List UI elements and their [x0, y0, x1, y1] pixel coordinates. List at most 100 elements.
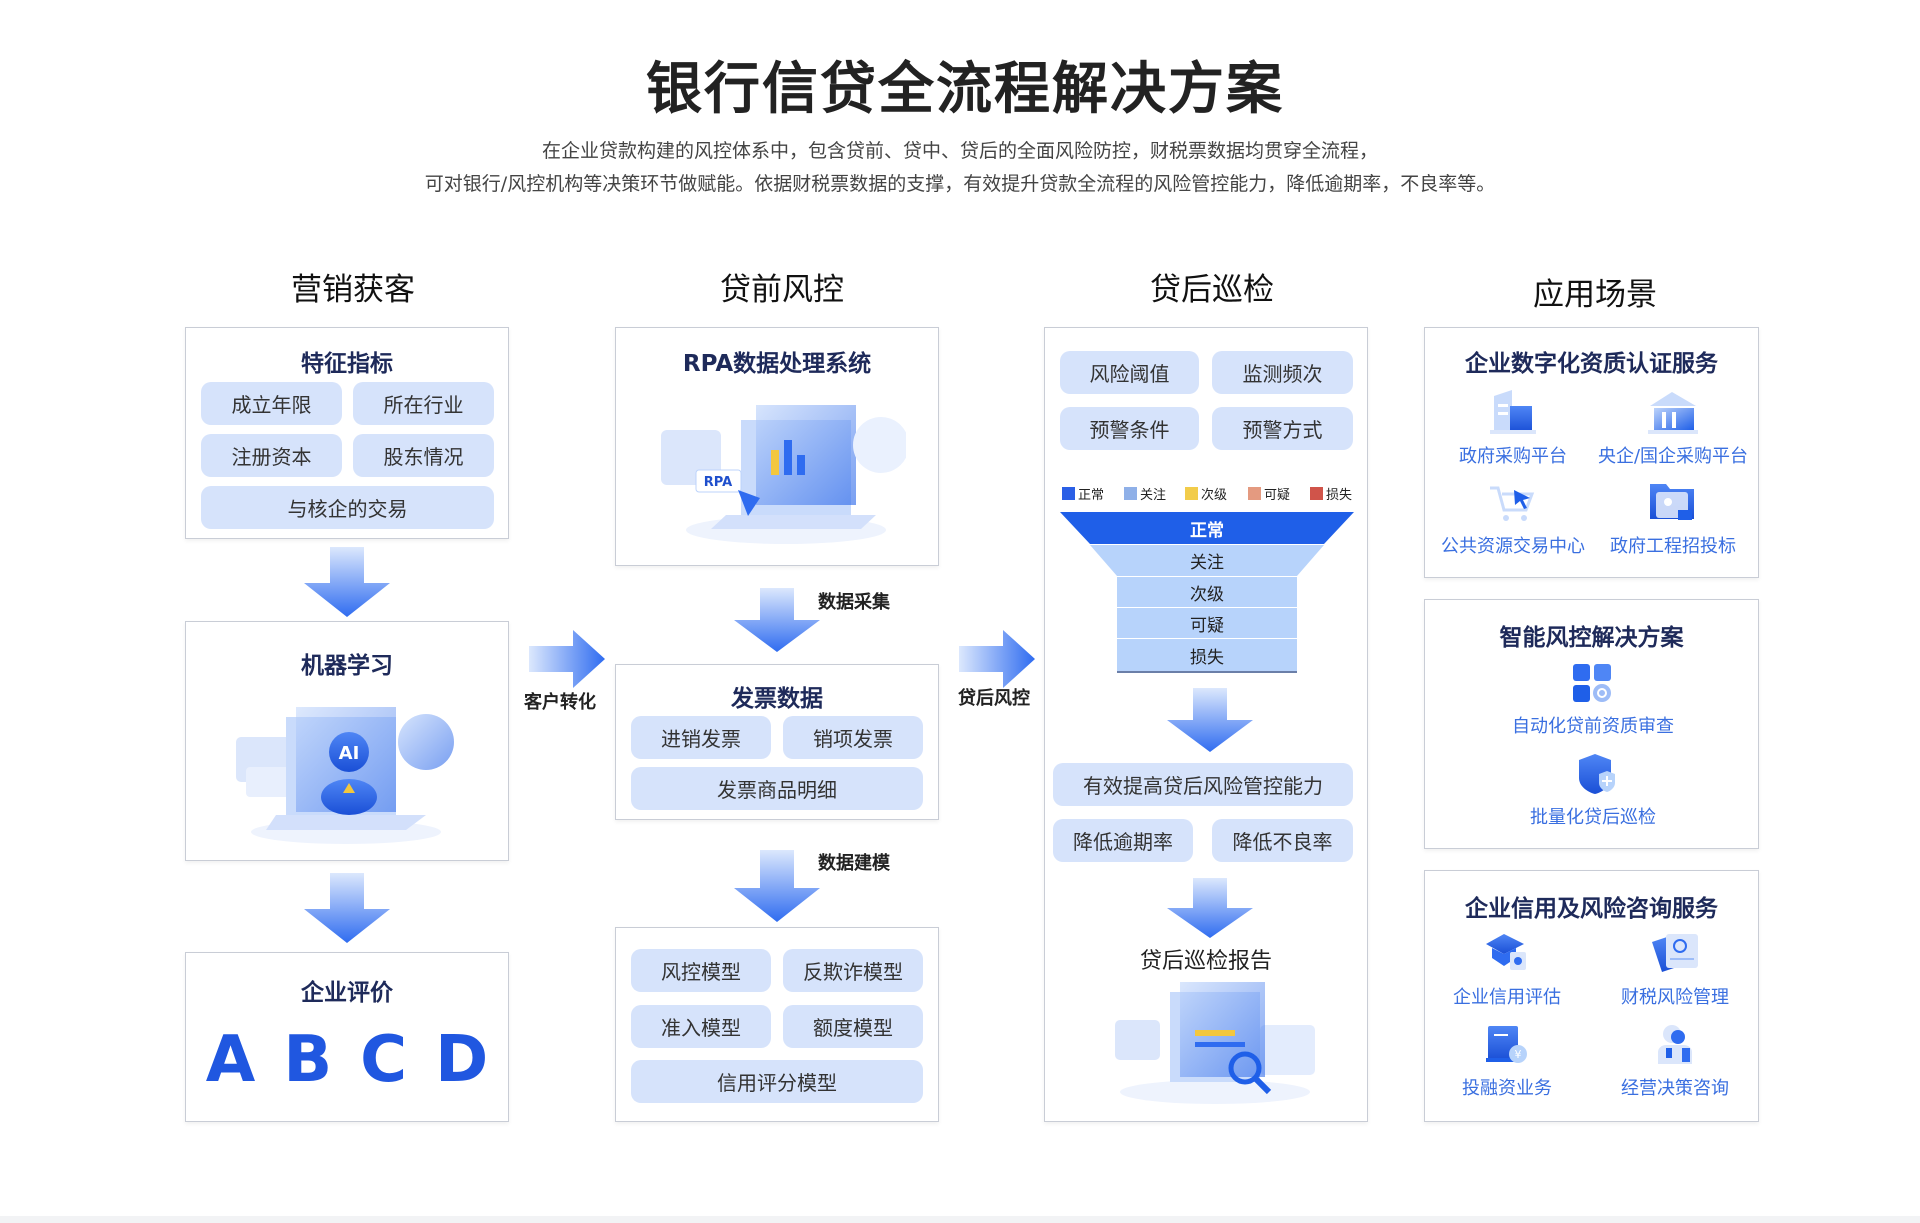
post-loan-control-label: 贷后风控: [958, 688, 1030, 709]
legend-item: 次级: [1185, 484, 1227, 503]
feature-chip: 股东情况: [353, 434, 494, 477]
feature-chip: 成立年限: [201, 382, 342, 425]
page-title: 银行信贷全流程解决方案: [646, 57, 1284, 122]
features-panel: 特征指标 成立年限 所在行业 注册资本 股东情况 与核企的交易: [185, 327, 509, 539]
scenario-label[interactable]: 投融资业务: [1462, 1078, 1552, 1099]
machine-learning-panel: 机器学习 AI: [185, 621, 509, 861]
arrow-down-icon: [1167, 878, 1253, 938]
param-chip: 预警方式: [1212, 407, 1353, 450]
legend-swatch: [1185, 487, 1198, 500]
ai-badge: AI: [339, 743, 360, 764]
legend-item: 正常: [1062, 484, 1104, 503]
customer-conversion-label: 客户转化: [524, 692, 596, 713]
building-icon: [1490, 390, 1536, 434]
rpa-badge: RPA: [704, 475, 732, 490]
arrow-down-icon: [304, 547, 390, 617]
param-chip: 预警条件: [1060, 407, 1199, 450]
scenario-label[interactable]: 批量化贷后巡检: [1530, 807, 1656, 828]
model-chip: 风控模型: [631, 949, 771, 992]
grade-b: B: [283, 1023, 333, 1097]
funnel-label: 损失: [1190, 648, 1224, 668]
scenario-group-consulting: 企业信用及风险咨询服务: [1424, 870, 1759, 1122]
svg-text:¥: ¥: [1515, 1048, 1522, 1061]
result-chip: 降低逾期率: [1053, 819, 1193, 862]
invoice-chip: 销项发票: [783, 716, 923, 759]
model-chip: 准入模型: [631, 1005, 771, 1048]
grid-search-icon: [1573, 664, 1611, 702]
scroll-yuan-icon: ¥: [1486, 1026, 1527, 1063]
arrow-down-icon: [1167, 688, 1253, 752]
machine-learning-title: 机器学习: [301, 653, 393, 679]
person-icon: [1658, 1025, 1692, 1064]
funnel-band-substandard: [1117, 577, 1297, 607]
funnel-label: 次级: [1190, 584, 1224, 605]
legend-label: 关注: [1140, 488, 1167, 503]
scenario-label[interactable]: 公共资源交易中心: [1441, 536, 1585, 557]
model-chip: 额度模型: [783, 1005, 923, 1048]
bank-icon: [1648, 392, 1698, 434]
report-title: 贷后巡检报告: [1139, 949, 1272, 974]
grade-a: A: [205, 1023, 256, 1097]
legend-item: 可疑: [1248, 484, 1290, 503]
group-title: 企业数字化资质认证服务: [1465, 351, 1718, 377]
scenario-label[interactable]: 财税风险管理: [1621, 987, 1729, 1008]
scenario-label[interactable]: 央企/国企采购平台: [1597, 446, 1749, 467]
feature-chip: 所在行业: [353, 382, 494, 425]
legend-item: 损失: [1310, 484, 1352, 503]
risk-funnel: [1060, 512, 1354, 673]
funnel-band-normal: [1060, 512, 1354, 544]
arrow-down-icon: [734, 850, 820, 922]
funnel-label: 可疑: [1190, 615, 1224, 636]
cart-click-icon: [1490, 486, 1535, 521]
rpa-panel: RPA数据处理系统 RPA: [615, 327, 939, 566]
column-header-scenarios: 应用场景: [1533, 277, 1657, 313]
group-title: 智能风控解决方案: [1499, 625, 1684, 651]
grade-c: C: [360, 1023, 408, 1097]
scenario-label[interactable]: 企业信用评估: [1453, 987, 1561, 1008]
rpa-title: RPA数据处理系统: [682, 351, 872, 377]
feature-chip: 与核企的交易: [201, 486, 494, 529]
legend-item: 关注: [1124, 484, 1166, 503]
scenario-label[interactable]: 经营决策咨询: [1621, 1078, 1729, 1099]
result-chip: 降低不良率: [1212, 819, 1353, 862]
models-panel: 风控模型 反欺诈模型 准入模型 额度模型 信用评分模型: [615, 927, 939, 1122]
param-chip: 风险阈值: [1060, 351, 1199, 394]
invoice-panel: 发票数据 进销发票 销项发票 发票商品明细: [615, 664, 939, 820]
legend-swatch: [1124, 487, 1137, 500]
arrow-down-icon: [304, 873, 390, 943]
grade-letters: A B C D: [186, 1023, 508, 1097]
scenario-label[interactable]: 政府采购平台: [1459, 446, 1567, 467]
column-header-pre-loan: 贷前风控: [720, 272, 844, 308]
scenario-group-certification: 企业数字化资质认证服务: [1424, 327, 1759, 578]
arrow-right-icon: [959, 630, 1035, 688]
legend-swatch: [1248, 487, 1261, 500]
model-chip: 信用评分模型: [631, 1060, 923, 1103]
ai-laptop-illustration: AI: [236, 707, 454, 844]
column-header-marketing: 营销获客: [291, 272, 415, 308]
invoice-title: 发票数据: [731, 686, 823, 712]
funnel-band-attention: [1090, 545, 1324, 576]
data-modeling-label: 数据建模: [818, 853, 890, 874]
legend-label: 可疑: [1264, 488, 1291, 503]
graduation-cap-icon: [1486, 934, 1526, 970]
scenario-label[interactable]: 自动化贷前资质审查: [1512, 716, 1674, 737]
funnel-label: 关注: [1190, 553, 1224, 573]
effect-chip: 有效提高贷后风险管控能力: [1053, 763, 1353, 806]
arrow-right-icon: [529, 630, 605, 688]
rpa-illustration: RPA: [661, 405, 906, 544]
arrow-down-icon: [734, 588, 820, 652]
funnel-band-doubtful: [1117, 608, 1297, 638]
legend-label: 损失: [1326, 488, 1353, 503]
group-title: 企业信用及风险咨询服务: [1465, 896, 1718, 922]
footer-band: [0, 1216, 1920, 1223]
legend-swatch: [1062, 487, 1075, 500]
data-collection-label: 数据采集: [818, 592, 890, 613]
evaluation-panel: 企业评价 A B C D: [185, 952, 509, 1122]
funnel-label: 正常: [1190, 520, 1224, 541]
funnel-band-loss: [1117, 639, 1297, 672]
subtitle-line-1: 在企业贷款构建的风控体系中，包含贷前、贷中、贷后的全面风险防控，财税票数据均贯穿…: [541, 140, 1378, 162]
report-illustration: [1115, 982, 1315, 1104]
legend-label: 正常: [1078, 488, 1105, 503]
scenario-label[interactable]: 政府工程招投标: [1610, 536, 1736, 557]
subtitle-line-2: 可对银行/风控机构等决策环节做赋能。依据财税票数据的支撑，有效提升贷款全流程的风…: [424, 173, 1496, 195]
